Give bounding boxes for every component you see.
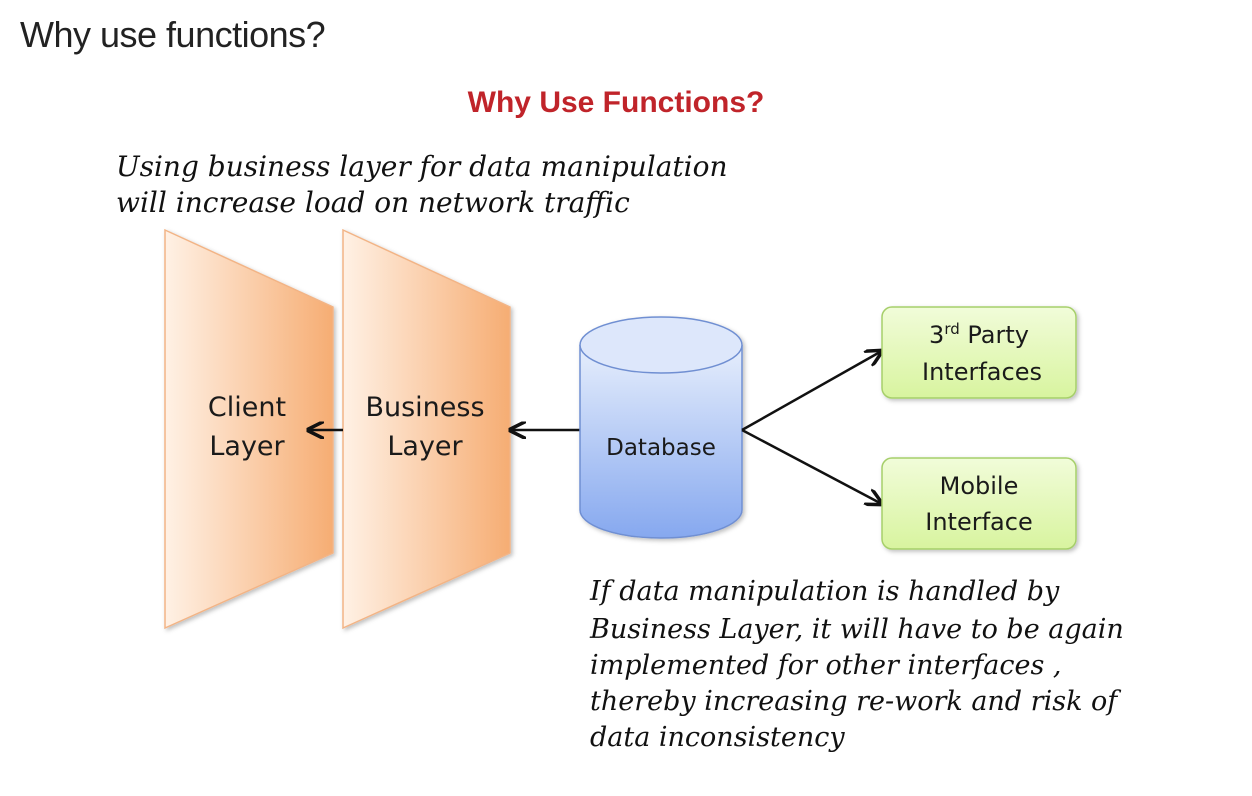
business-layer-shape <box>342 228 511 630</box>
client-layer-label-2: Layer <box>209 431 285 462</box>
client-layer-label-1: Client <box>208 392 286 423</box>
mobile-interface: Mobile Interface <box>881 457 1077 550</box>
note-bottom-line-1: If data manipulation is handled by <box>589 576 1060 607</box>
third-party-superscript: rd <box>944 320 959 338</box>
third-party-word: Party <box>960 321 1029 349</box>
mobile-box <box>881 457 1077 550</box>
page-heading: Why use functions? <box>20 14 326 55</box>
note-bottom-line-5: data inconsistency <box>590 722 845 753</box>
business-layer-label-2: Layer <box>387 431 463 462</box>
third-party-number: 3 <box>929 321 944 349</box>
arrow-database-to-third-party <box>741 352 880 432</box>
note-top-line-2: will increase load on network traffic <box>116 186 630 219</box>
diagram-title: Why Use Functions? <box>468 86 765 119</box>
client-layer: Client Layer <box>164 228 334 630</box>
database-top <box>579 316 743 374</box>
third-party-interfaces: 3rd Party Interfaces <box>881 306 1077 399</box>
database <box>579 316 743 539</box>
business-layer: Business Layer <box>342 228 511 630</box>
note-bottom-line-2: Business Layer, it will have to be again <box>589 614 1124 645</box>
note-bottom: If data manipulation is handled by Busin… <box>589 576 1124 753</box>
note-bottom-line-3: implemented for other interfaces , <box>590 650 1061 681</box>
third-party-label-2: Interfaces <box>922 358 1042 386</box>
note-top: Using business layer for data manipulati… <box>116 150 728 219</box>
arrow-database-to-mobile <box>741 428 880 503</box>
database-label: Database <box>606 435 716 461</box>
note-bottom-line-4: thereby increasing re-work and risk of <box>590 686 1121 717</box>
database-body <box>579 345 743 539</box>
third-party-box <box>881 306 1077 399</box>
note-top-line-1: Using business layer for data manipulati… <box>116 150 728 183</box>
business-layer-label-1: Business <box>365 392 484 423</box>
mobile-label-1: Mobile <box>940 472 1019 500</box>
mobile-label-2: Interface <box>925 508 1032 536</box>
third-party-label-1: 3rd Party <box>929 320 1029 349</box>
client-layer-shape <box>164 228 334 630</box>
